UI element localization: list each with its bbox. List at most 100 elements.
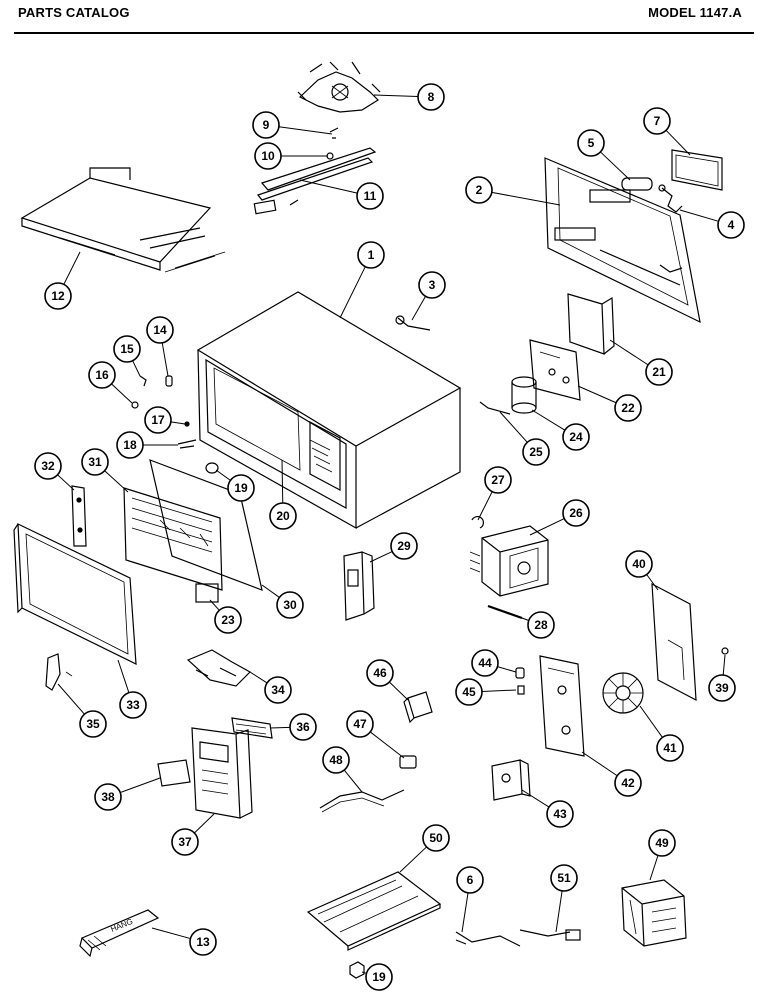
callout-number: 33 <box>126 698 140 712</box>
leader-line-c40 <box>646 574 659 591</box>
leader-line-c41 <box>639 705 663 738</box>
callout-number: 38 <box>101 790 115 804</box>
callout-number: 35 <box>86 717 100 731</box>
part-37-drawing <box>191 727 253 819</box>
callout-circle <box>656 734 684 762</box>
part-4-drawing <box>658 184 683 213</box>
callout-circle <box>269 502 297 530</box>
leader-line-c36 <box>269 726 291 729</box>
leader-line-c22 <box>577 385 617 404</box>
part-7-drawing <box>671 149 723 191</box>
leader-line-c44 <box>497 666 517 673</box>
callout-circle <box>562 423 590 451</box>
callout-number: 50 <box>429 831 443 845</box>
callout-circle <box>116 431 144 459</box>
callout-number: 7 <box>654 114 661 128</box>
callout-number: 4 <box>728 218 735 232</box>
leader-line-c43 <box>521 789 550 808</box>
part-46-drawing <box>403 691 433 724</box>
callout-circle <box>254 142 282 170</box>
callout-number: 29 <box>397 539 411 553</box>
callout-c9: 9 <box>252 111 280 139</box>
part-1-drawing <box>196 291 462 530</box>
part-29-drawing <box>343 551 375 621</box>
callout-c51: 51 <box>550 864 578 892</box>
callout-circle <box>717 211 745 239</box>
callout-circle <box>346 710 374 738</box>
callout-c42: 42 <box>614 769 642 797</box>
callout-number: 44 <box>478 656 492 670</box>
callout-c50: 50 <box>422 824 450 852</box>
leader-line-c29 <box>369 551 393 563</box>
part-19b-drawing <box>349 961 365 979</box>
part-14-drawing <box>165 375 173 387</box>
part-23-drawing <box>195 583 219 603</box>
part-36-drawing <box>231 717 273 739</box>
callout-number: 47 <box>353 717 367 731</box>
callout-c38: 38 <box>94 783 122 811</box>
part-21-drawing <box>567 293 615 355</box>
callout-number: 10 <box>261 149 275 163</box>
callout-number: 12 <box>51 289 65 303</box>
part-3-drawing <box>395 315 431 331</box>
part-22-drawing <box>529 339 581 401</box>
callout-c21: 21 <box>645 358 673 386</box>
callout-c14: 14 <box>146 316 174 344</box>
callout-circle <box>79 710 107 738</box>
callout-number: 14 <box>153 323 167 337</box>
header-divider <box>14 32 754 34</box>
callout-c7: 7 <box>643 107 671 135</box>
part-51-drawing <box>519 929 581 941</box>
callout-number: 39 <box>715 681 729 695</box>
callout-c18: 18 <box>116 431 144 459</box>
callout-circle <box>252 111 280 139</box>
callout-c15: 15 <box>113 335 141 363</box>
callout-circle <box>365 963 393 991</box>
part-8-drawing <box>297 61 381 113</box>
callout-number: 23 <box>221 613 235 627</box>
callout-c29: 29 <box>390 532 418 560</box>
callout-c11: 11 <box>356 182 384 210</box>
leader-line-c23 <box>209 599 220 611</box>
part-18-drawing <box>177 439 197 449</box>
page-title: PARTS CATALOG <box>18 5 130 20</box>
callout-number: 40 <box>632 557 646 571</box>
callout-circle <box>113 335 141 363</box>
callout-circle <box>276 591 304 619</box>
part-43-drawing <box>491 759 531 801</box>
part-50-drawing <box>306 871 442 951</box>
callout-number: 1 <box>368 248 375 262</box>
callout-circle <box>471 649 499 677</box>
callout-number: 11 <box>364 189 377 203</box>
leader-line-c25 <box>499 411 528 443</box>
callout-c36: 36 <box>289 713 317 741</box>
callout-circle <box>643 107 671 135</box>
leader-line-c45 <box>481 689 517 692</box>
callout-number: 18 <box>123 438 137 452</box>
part-26-drawing <box>469 525 549 597</box>
leader-line-c49 <box>649 855 659 881</box>
callout-number: 28 <box>534 618 548 632</box>
leader-line-c4 <box>679 209 719 222</box>
callout-c41: 41 <box>656 734 684 762</box>
callout-c37: 37 <box>171 828 199 856</box>
callout-number: 43 <box>553 807 567 821</box>
part-17-drawing <box>184 421 190 427</box>
callout-c40: 40 <box>625 550 653 578</box>
part-47-drawing <box>399 755 417 769</box>
part-13-label: HANG <box>109 917 134 934</box>
callout-c28: 28 <box>527 611 555 639</box>
leader-line-c11 <box>299 179 358 194</box>
leader-line-c6 <box>461 892 469 933</box>
callout-circle <box>94 783 122 811</box>
callout-circle <box>171 828 199 856</box>
callout-circle <box>546 800 574 828</box>
callout-circle <box>189 928 217 956</box>
leader-line-c51 <box>555 890 563 933</box>
callout-number: 49 <box>655 836 669 850</box>
callout-c25: 25 <box>522 438 550 466</box>
callout-c39: 39 <box>708 674 736 702</box>
callout-c34: 34 <box>264 676 292 704</box>
leader-line-c12 <box>63 251 81 285</box>
